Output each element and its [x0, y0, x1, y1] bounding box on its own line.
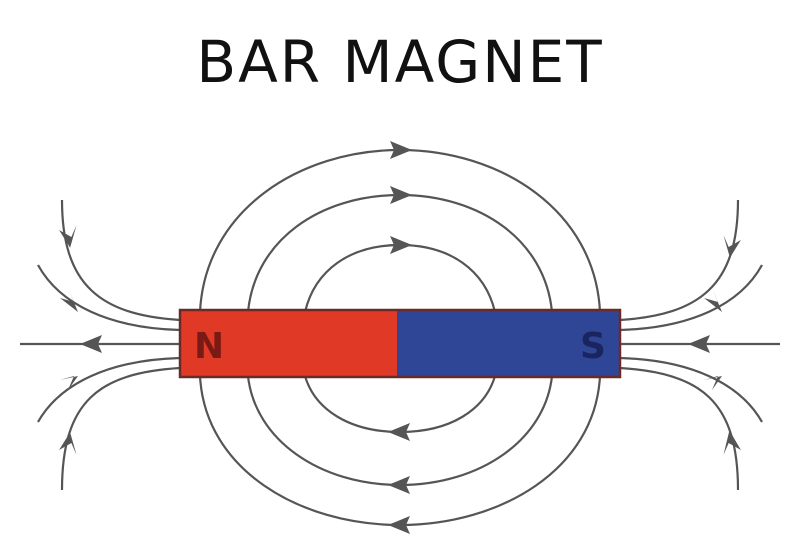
bar-magnet: N S: [178, 308, 622, 379]
arrow-icon: [723, 235, 741, 258]
field-lines-north-side: [20, 199, 181, 491]
arrow-icon: [60, 288, 78, 312]
field-line-north-5: [60, 366, 181, 491]
field-line-inner-top: [303, 243, 497, 313]
arrow-left-icon: [388, 516, 410, 534]
field-line-south-5: [619, 366, 740, 491]
field-line-outer-bottom: [198, 375, 602, 527]
field-line-inner-bottom: [303, 375, 497, 434]
arrow-right-icon: [390, 236, 412, 254]
arrow-icon: [723, 430, 741, 455]
field-line-south-1: [619, 199, 740, 322]
arrow-icon: [704, 288, 722, 312]
arrow-right-icon: [390, 141, 412, 159]
arrow-icon: [704, 376, 722, 390]
diagram-title: BAR MAGNET: [196, 28, 604, 96]
arrow-icon: [60, 376, 78, 390]
arrow-left-icon: [388, 476, 410, 494]
field-line-middle-top: [246, 193, 554, 313]
north-pole-label: N: [194, 326, 224, 367]
magnet-outline: [178, 308, 622, 379]
north-pole: [180, 310, 400, 377]
arrow-icon: [59, 225, 77, 248]
arrow-icon: [59, 432, 77, 455]
south-pole: [397, 310, 620, 377]
arrow-right-icon: [390, 186, 412, 204]
field-line-south-4: [619, 356, 763, 423]
direction-arrows: [59, 141, 741, 534]
south-pole-label: S: [580, 326, 606, 367]
arrow-left-icon: [688, 335, 710, 353]
arrow-left-icon: [80, 335, 102, 353]
arrow-left-icon: [388, 423, 410, 441]
field-line-outer-top: [198, 148, 602, 313]
field-line-north-2: [37, 264, 181, 332]
field-line-north-4: [37, 356, 181, 423]
field-line-north-1: [60, 199, 181, 322]
field-line-south-2: [619, 264, 763, 332]
